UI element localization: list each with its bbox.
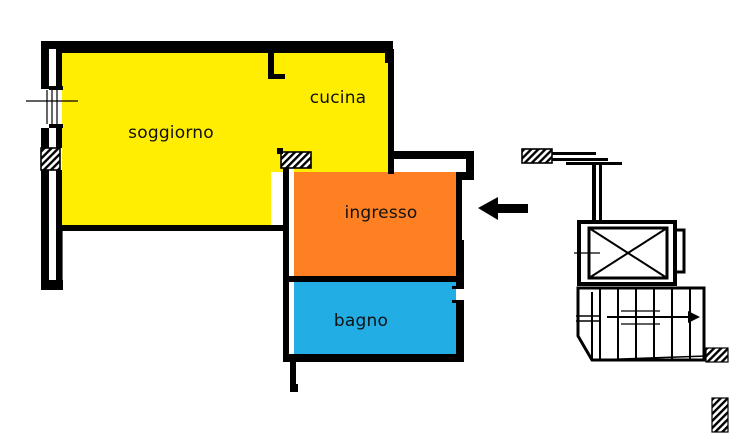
room-fill-bagno xyxy=(294,282,456,355)
entrance-arrow-glyph xyxy=(478,197,528,220)
stair-arrow-head xyxy=(688,311,700,323)
hatched-pillars xyxy=(40,147,553,171)
room-fill-ingresso xyxy=(294,172,456,280)
staircase-outline xyxy=(576,286,706,362)
room-label-soggiorno: soggiorno xyxy=(128,123,214,143)
wall-bottom-corner xyxy=(290,384,298,392)
wall-bottom-bagno xyxy=(283,354,464,362)
door-jamb-top xyxy=(452,286,464,289)
wall-ingresso-left-lower xyxy=(283,231,289,283)
wall-left-upper xyxy=(41,41,49,89)
wall-stub-return xyxy=(268,74,285,79)
wall-bagno-right-upper xyxy=(456,240,464,286)
wall-soggiorno-bottom xyxy=(56,225,275,231)
landing-beam-lower xyxy=(552,158,608,161)
wall-cucina-right xyxy=(388,49,394,174)
landing-beam-upper xyxy=(552,152,596,155)
wall-top-inner xyxy=(56,49,390,53)
wall-left-inner-lower xyxy=(56,170,62,234)
stair-bottom-edge xyxy=(591,355,707,361)
wall-corridor-left xyxy=(56,228,62,286)
common-area xyxy=(552,152,729,433)
wall-ingresso-left-upper xyxy=(283,165,289,227)
wall-left-inner-mid xyxy=(56,128,62,148)
room-label-bagno: bagno xyxy=(334,311,388,331)
elevator-cross-line-2 xyxy=(588,227,668,279)
wall-ingresso-left-joint xyxy=(275,225,289,231)
wall-upper-right-vertical xyxy=(466,151,474,180)
wall-ingresso-bagno xyxy=(289,276,456,282)
wall-left-mid xyxy=(41,128,49,148)
room-label-ingresso: ingresso xyxy=(344,203,417,223)
landing-partition-left xyxy=(592,162,596,224)
room-fill-soggiorno-cucina xyxy=(62,52,390,225)
wall-left-bottom-return xyxy=(41,280,63,288)
pillar-hatched-center xyxy=(280,151,312,169)
room-fills xyxy=(62,52,456,355)
wall-stub-soggiorno-cucina xyxy=(268,49,274,78)
wall-bagno-left xyxy=(283,283,289,355)
wall-left-lower xyxy=(41,170,49,288)
pillar-hatched-right xyxy=(521,148,553,164)
window-jamb-bottom xyxy=(49,124,63,128)
elevator-shaft-return xyxy=(675,228,686,274)
wall-left-inner-upper xyxy=(56,49,62,89)
room-label-cucina: cucina xyxy=(310,88,367,108)
stair-direction-arrow xyxy=(607,310,700,325)
wall-landing-return xyxy=(456,172,474,180)
hatch-fragment-corner xyxy=(711,397,729,433)
wall-structure xyxy=(41,41,474,392)
wall-top-outer xyxy=(41,41,393,49)
wall-bagno-right-lower xyxy=(456,302,464,354)
wall-ingresso-right xyxy=(456,180,462,240)
hatch-fragment-bottom-right xyxy=(705,347,729,363)
room-labels: soggiorno cucina ingresso bagno xyxy=(128,88,417,331)
landing-partition-right xyxy=(599,162,602,224)
wall-bottom-left-stub xyxy=(290,354,296,390)
wall-corridor-bottom xyxy=(41,285,63,290)
wall-upper-right-horizontal xyxy=(388,151,474,159)
entrance-direction-arrow xyxy=(478,197,528,220)
door-jamb-bottom xyxy=(452,300,464,303)
pillar-hatched-left xyxy=(40,147,61,171)
window-jamb-top xyxy=(49,86,63,90)
thin-details xyxy=(26,90,78,284)
pillar-center-node xyxy=(277,148,283,154)
